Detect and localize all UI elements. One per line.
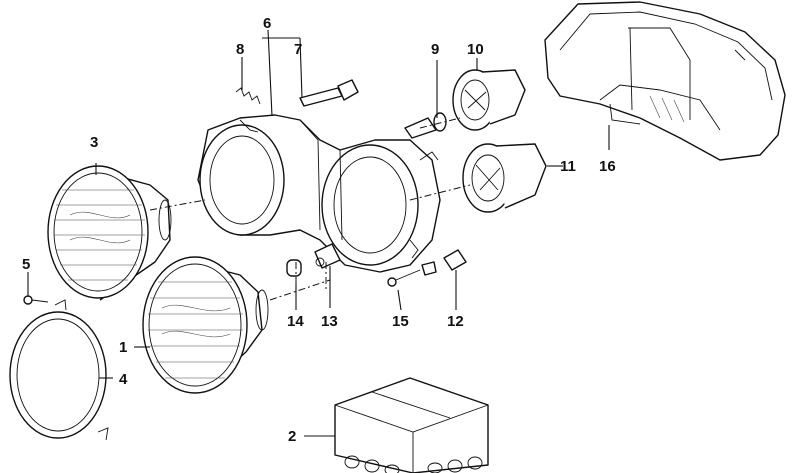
part-5-screw[interactable] (23, 295, 49, 305)
callout-14: 14 (287, 313, 304, 330)
callout-1: 1 (119, 339, 127, 356)
callout-15: 15 (392, 313, 409, 330)
headlamp-mounting-housing[interactable] (197, 114, 441, 273)
part-9-bulb[interactable] (404, 112, 447, 139)
alignment-axes (149, 117, 471, 301)
part-7-adjusting-screw[interactable] (299, 79, 359, 107)
leader-lines (27, 29, 610, 437)
part-2-box[interactable] (334, 377, 489, 473)
part-11-bulb-holder[interactable] (462, 143, 547, 213)
part-15-screw[interactable] (387, 261, 437, 287)
part-3-headlamp-unit[interactable] (47, 165, 172, 301)
callout-2: 2 (288, 428, 296, 445)
callout-8: 8 (236, 41, 244, 58)
callout-5: 5 (22, 256, 30, 273)
part-10-bulb-holder[interactable] (452, 69, 526, 131)
part-13-socket[interactable] (314, 243, 341, 269)
callout-7: 7 (294, 41, 302, 58)
part-16-housing-cover[interactable] (544, 1, 786, 161)
callout-9: 9 (431, 41, 439, 58)
part-8-spring[interactable] (235, 87, 261, 105)
callout-13: 13 (321, 313, 338, 330)
part-12-clip[interactable] (443, 249, 467, 271)
callout-12: 12 (447, 313, 464, 330)
callout-3: 3 (90, 134, 98, 151)
callout-4: 4 (119, 371, 128, 388)
part-4-trim-ring[interactable] (9, 299, 109, 441)
part-1-headlamp-unit[interactable] (142, 256, 269, 394)
callout-11: 11 (560, 158, 576, 175)
callout-6: 6 (263, 15, 271, 32)
callout-16: 16 (599, 158, 616, 175)
callout-labels: 1 2 3 4 5 6 7 8 9 10 11 12 13 14 15 16 (22, 15, 616, 445)
callout-10: 10 (467, 41, 484, 58)
part-14-bulb[interactable] (286, 259, 302, 277)
